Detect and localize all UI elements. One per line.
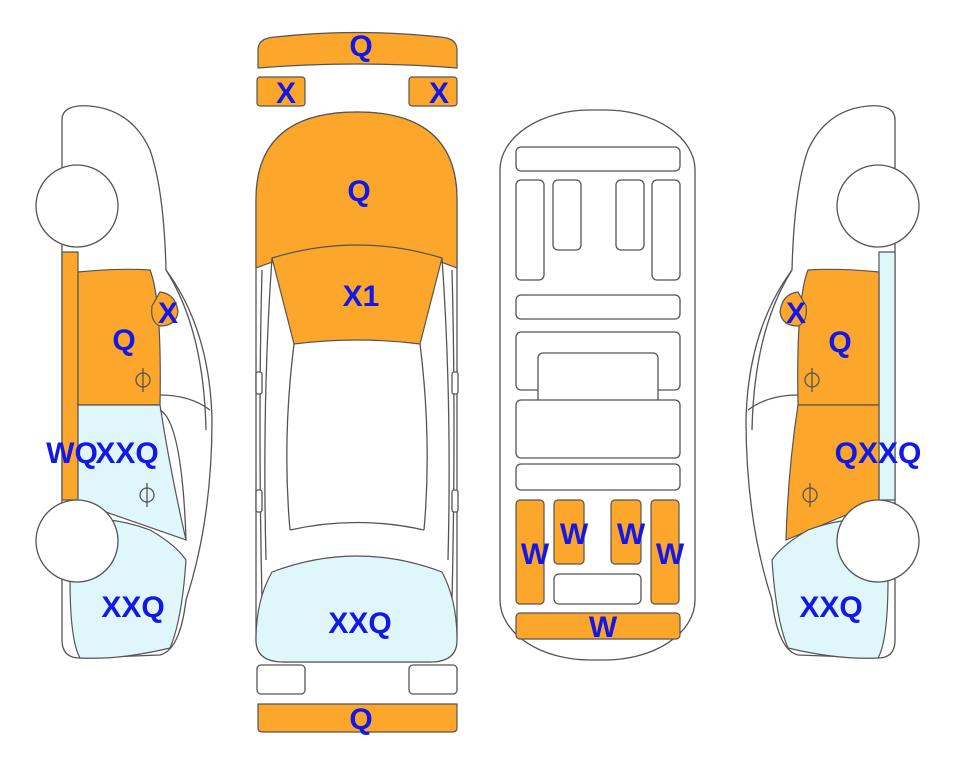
floor-panel-w3[interactable] [610,499,642,565]
right-front-door-panel[interactable] [797,268,880,406]
label-hood: Q [347,175,370,208]
right-mirror-panel[interactable] [779,291,807,327]
car-right-side-view [745,105,920,659]
label-left-headlight: X [276,77,296,110]
label-right-rear-door: QXXQ [835,437,922,470]
right-rear-wheel [836,499,920,583]
label-right-quarter: XXQ [799,591,862,624]
label-floor-w1: W [521,538,550,571]
floor-panel-w1[interactable] [515,499,545,605]
right-taillight[interactable] [408,664,458,695]
left-taillight[interactable] [256,664,306,695]
label-right-mirror: X [786,297,806,330]
rear-group [256,664,458,733]
label-front-bumper: Q [349,30,372,63]
damage-labels: Q X X Q X1 XXQ Q Q X WQ XXQ XXQ Q X QXXQ… [46,30,921,736]
front-bumper-group [256,31,458,107]
right-front-wheel [836,164,920,248]
front-bumper-panel[interactable] [257,31,458,69]
label-floor-w2: W [560,518,589,551]
label-floor-w4: W [656,538,685,571]
label-windshield: X1 [343,280,380,313]
car-left-side-view [35,105,213,659]
label-rear-bumper: Q [349,703,372,736]
rear-bumper-panel[interactable] [257,703,458,733]
rear-window-panel[interactable] [255,555,458,663]
label-left-mirror: X [158,297,178,330]
left-front-door-panel[interactable] [77,268,161,406]
label-right-front-door: Q [828,326,851,359]
label-left-front-door: Q [112,324,135,357]
label-rear-window: XXQ [328,607,391,640]
label-floor-w5: W [589,611,618,644]
left-front-wheel [35,164,119,248]
label-left-quarter: XXQ [101,591,164,624]
car-top-view [255,111,459,663]
left-rear-wheel [35,499,119,583]
label-floor-w3: W [617,518,646,551]
underbody-view [499,109,696,661]
floor-panel-w2[interactable] [553,499,585,565]
label-left-sill: WQ [46,437,98,470]
right-headlight-panel[interactable] [408,76,458,107]
left-mirror-panel[interactable] [151,291,179,327]
floor-panel-w4[interactable] [650,499,680,605]
floor-panel-w5[interactable] [515,612,681,640]
label-left-rear-door: XXQ [95,437,158,470]
left-headlight-panel[interactable] [256,76,306,107]
label-right-headlight: X [429,77,449,110]
